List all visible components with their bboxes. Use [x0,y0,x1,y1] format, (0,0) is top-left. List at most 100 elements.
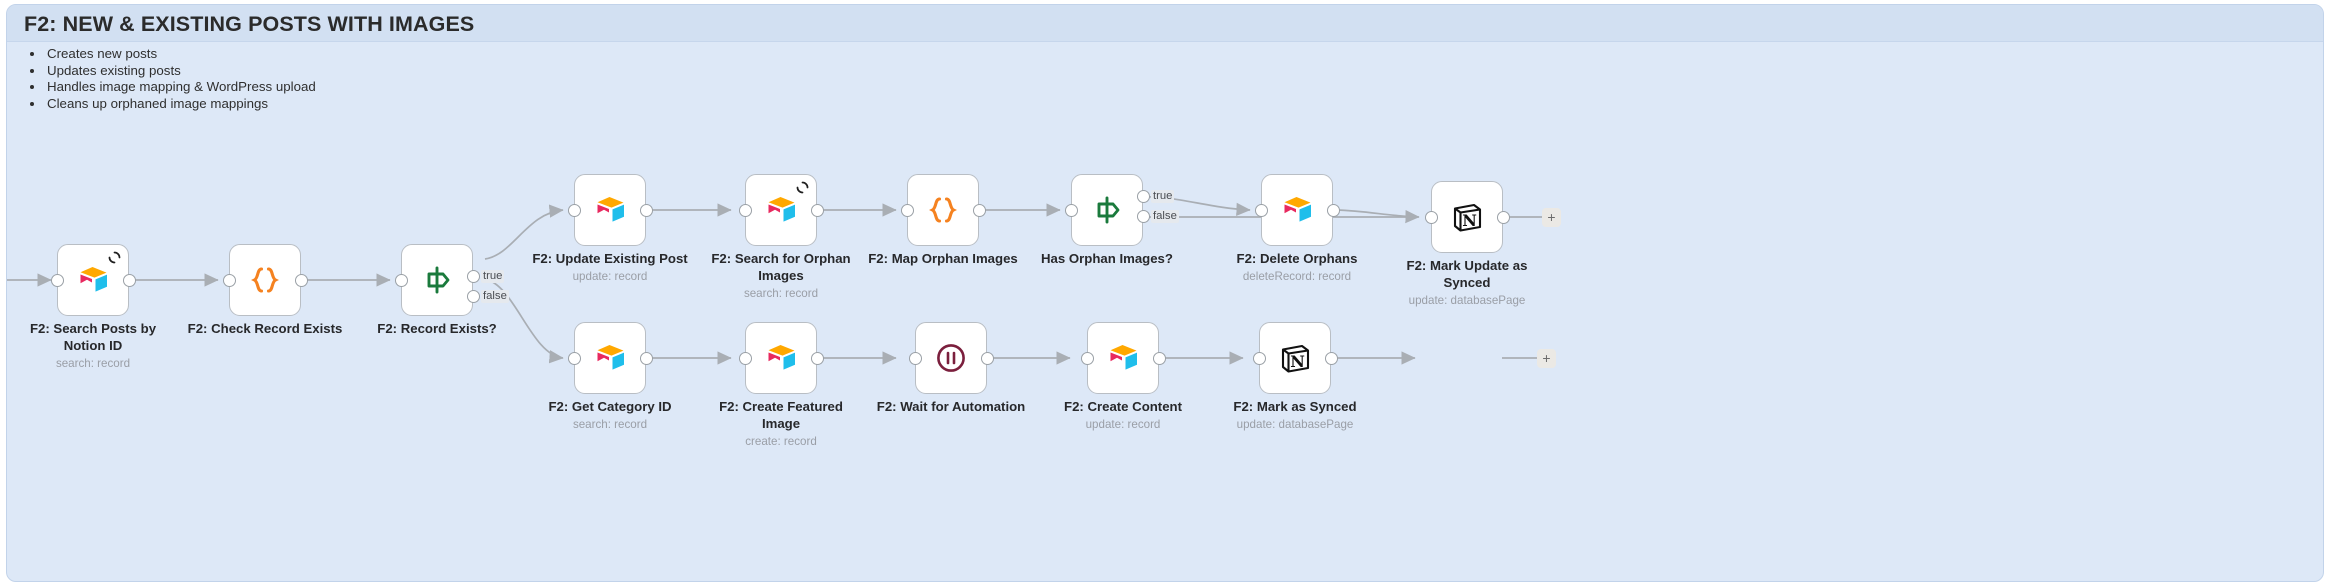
node-sublabel: deleteRecord: record [1242,270,1352,283]
node-label: F2: Delete Orphans [1236,251,1358,266]
node-has-orphan-images-if[interactable]: true false Has Orphan Images? [1041,174,1179,266]
header-band [7,5,2323,42]
node-check-record-exists[interactable]: F2: Check Record Exists [188,244,342,336]
node-sublabel: search: record [55,357,131,370]
output-port[interactable] [1324,351,1338,365]
node-label: F2: Get Category ID [548,399,672,414]
input-port[interactable] [222,273,236,287]
node-map-orphan-images[interactable]: F2: Map Orphan Images [868,174,1018,266]
node-body[interactable] [907,174,979,246]
airtable-icon [1284,197,1311,222]
node-create-featured-image[interactable]: F2: Create Featured Image create: record [719,322,843,448]
node-body[interactable] [1261,174,1333,246]
node-label: Has Orphan Images? [1041,251,1173,266]
output-port[interactable] [972,203,986,217]
input-port[interactable] [738,203,752,217]
svg-text:N: N [1290,352,1305,371]
airtable-icon [597,345,624,370]
node-record-exists-if[interactable]: true false F2: Record Exists? [377,244,509,336]
node-label: F2: Mark Update as Synced [1406,258,1528,290]
node-body[interactable]: N [1431,181,1503,253]
node-get-category-id[interactable]: F2: Get Category ID search: record [548,322,672,431]
code-icon [929,197,957,223]
input-port[interactable] [908,351,922,365]
output-port[interactable] [980,351,994,365]
node-create-content[interactable]: F2: Create Content update: record [1064,322,1182,431]
workflow-canvas[interactable]: F2: NEW & EXISTING POSTS WITH IMAGES Cre… [6,4,2324,582]
svg-text:N: N [1462,211,1477,230]
input-port[interactable] [50,273,64,287]
input-port[interactable] [1254,203,1268,217]
input-port[interactable] [567,203,581,217]
output-port-false[interactable] [466,290,480,303]
input-port[interactable] [900,203,914,217]
node-wait-for-automation[interactable]: F2: Wait for Automation [877,322,1025,414]
node-label: F2: Update Existing Post [532,251,688,266]
node-body[interactable] [229,244,301,316]
node-mark-update-as-synced[interactable]: N F2: Mark Update as Synced update: data… [1407,181,1527,307]
node-sublabel: create: record [745,435,817,448]
airtable-icon [597,197,624,222]
node-mark-as-synced[interactable]: N F2: Mark as Synced update: databasePag… [1233,322,1357,431]
input-port[interactable] [1252,351,1266,365]
output-port[interactable] [1496,210,1510,224]
connection-wires [7,195,1542,365]
add-node-button-top[interactable]: + [1542,208,1561,227]
branch-label-false: false [481,290,509,303]
node-delete-orphans[interactable]: F2: Delete Orphans deleteRecord: record [1237,174,1357,283]
node-body[interactable] [1087,322,1159,394]
node-body[interactable] [57,244,129,316]
output-port-false[interactable] [1136,210,1150,223]
list-item: Updates existing posts [45,63,316,80]
node-body[interactable] [745,174,817,246]
node-body[interactable] [745,322,817,394]
node-sublabel: update: databasePage [1236,418,1354,431]
node-sublabel: search: record [572,418,648,431]
node-body[interactable] [574,322,646,394]
loop-indicator-icon [108,251,121,264]
input-port[interactable] [1424,210,1438,224]
node-label: F2: Search for Orphan Images [711,251,851,283]
node-body[interactable] [915,322,987,394]
node-body[interactable] [574,174,646,246]
input-port[interactable] [567,351,581,365]
if-signpost-icon [427,266,450,294]
list-item: Creates new posts [45,46,316,63]
input-port[interactable] [738,351,752,365]
node-sublabel: update: databasePage [1408,294,1526,307]
node-label: F2: Mark as Synced [1233,399,1357,414]
input-port[interactable] [1064,203,1078,217]
node-label: F2: Create Content [1064,399,1182,414]
input-port[interactable] [1080,351,1094,365]
node-body[interactable]: N [1259,322,1331,394]
output-port[interactable] [639,351,653,365]
node-search-orphan-images[interactable]: F2: Search for Orphan Images search: rec… [711,174,851,300]
pause-icon [937,344,965,372]
node-sublabel: update: record [1085,418,1161,431]
node-sublabel: search: record [743,287,819,300]
branch-label-true: true [1151,190,1175,203]
input-port[interactable] [394,273,408,287]
output-port[interactable] [294,273,308,287]
output-port-true[interactable] [466,270,480,283]
node-body[interactable] [1071,174,1143,246]
output-port[interactable] [810,203,824,217]
node-search-posts[interactable]: F2: Search Posts by Notion ID search: re… [30,244,156,370]
node-label: F2: Check Record Exists [187,321,343,336]
output-port-true[interactable] [1136,190,1150,203]
page-title: F2: NEW & EXISTING POSTS WITH IMAGES [24,12,475,36]
branch-label-false: false [1151,210,1179,223]
node-sublabel: update: record [572,270,648,283]
list-item: Cleans up orphaned image mappings [45,96,316,113]
output-port[interactable] [639,203,653,217]
output-port[interactable] [1326,203,1340,217]
airtable-icon [80,267,107,292]
airtable-icon [1110,345,1137,370]
output-port[interactable] [810,351,824,365]
add-node-button-bottom[interactable]: + [1537,349,1556,368]
output-port[interactable] [122,273,136,287]
node-update-existing-post[interactable]: F2: Update Existing Post update: record [532,174,688,283]
node-body[interactable] [401,244,473,316]
output-port[interactable] [1152,351,1166,365]
if-signpost-icon [1097,196,1120,224]
